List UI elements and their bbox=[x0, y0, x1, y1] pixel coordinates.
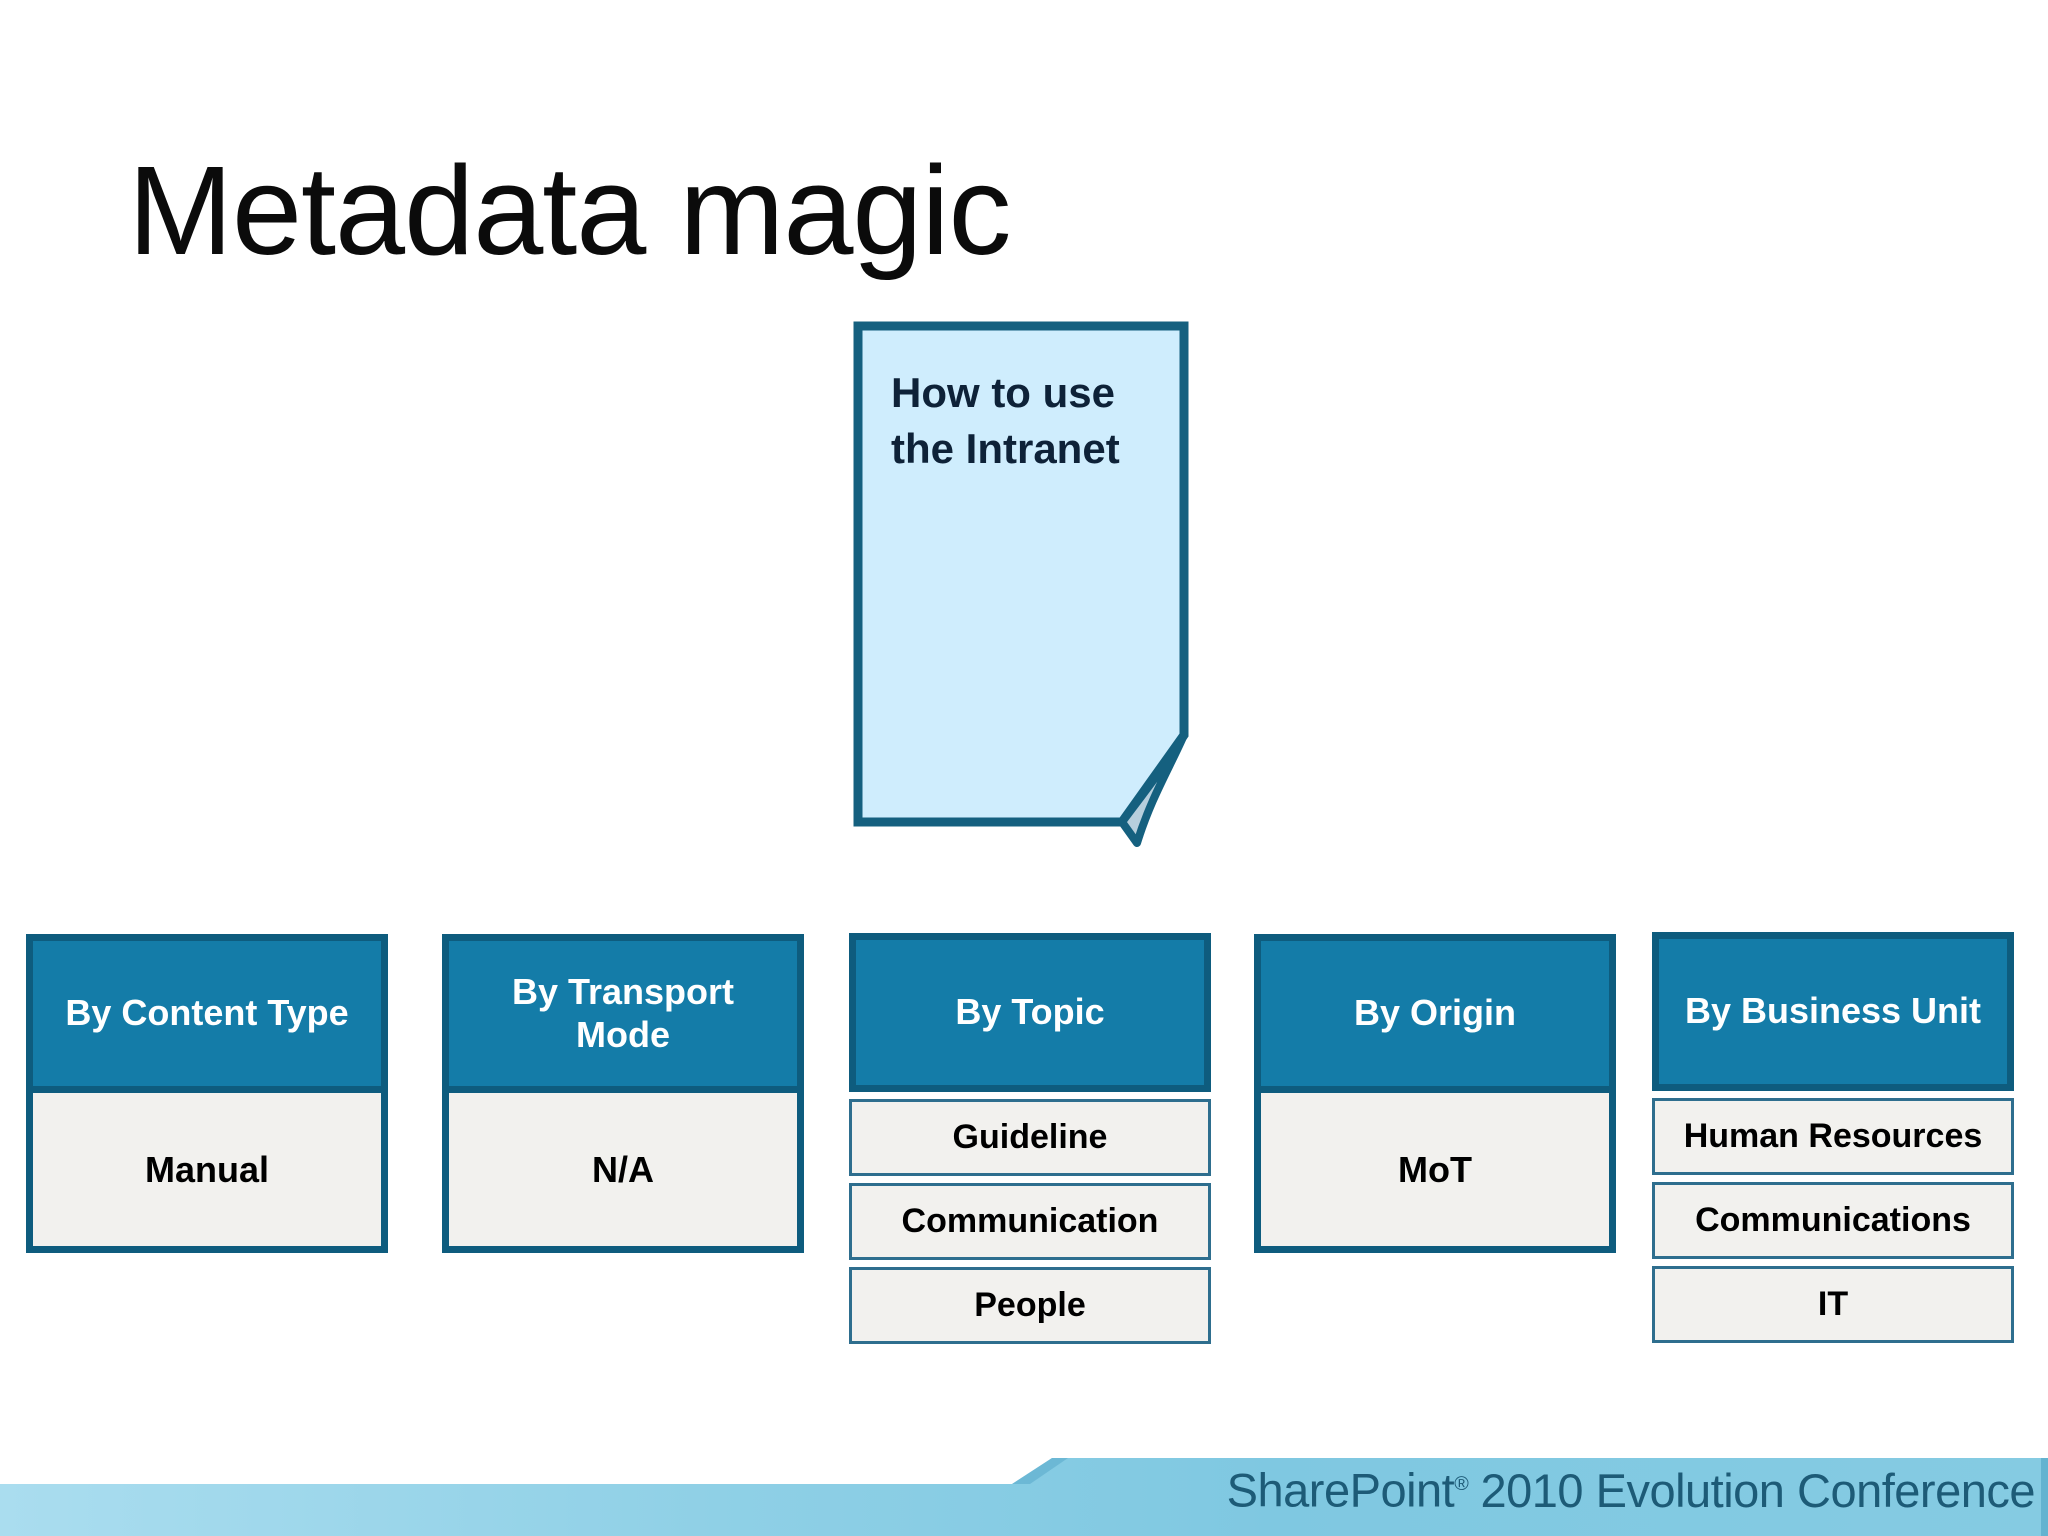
document-label: How to use the Intranet bbox=[891, 365, 1171, 477]
box-value-communications: Communications bbox=[1652, 1182, 2014, 1259]
box-value-communication: Communication bbox=[849, 1183, 1211, 1260]
box-header-by-content-type: By Content Type bbox=[26, 934, 388, 1093]
footer-band-shape bbox=[0, 1458, 2048, 1536]
document-label-line2: the Intranet bbox=[891, 425, 1120, 472]
box-header-by-transport-mode: By Transport Mode bbox=[442, 934, 804, 1093]
box-value-guideline: Guideline bbox=[849, 1099, 1211, 1176]
registered-mark-icon: ® bbox=[1454, 1473, 1469, 1495]
document-label-line1: How to use bbox=[891, 369, 1116, 416]
footer-ribbon bbox=[0, 1446, 2048, 1536]
box-header-by-business-unit: By Business Unit bbox=[1652, 932, 2014, 1091]
intranet-document: How to use the Intranet bbox=[853, 321, 1197, 853]
footer-band-step bbox=[1012, 1458, 1068, 1484]
footer-ribbon-icon bbox=[0, 1458, 2048, 1536]
footer-rest: 2010 Evolution Conference bbox=[1480, 1463, 2035, 1517]
box-value-manual: Manual bbox=[26, 1093, 388, 1253]
slide-title: Metadata magic bbox=[128, 140, 1011, 281]
box-value-mot: MoT bbox=[1254, 1093, 1616, 1253]
footer-band-right-edge bbox=[2041, 1458, 2048, 1536]
box-header-by-origin: By Origin bbox=[1254, 934, 1616, 1093]
document-folded-corner-icon bbox=[1118, 731, 1188, 847]
conference-footer: SharePoint® 2010 Evolution Conference bbox=[1226, 1458, 2036, 1517]
box-value-it: IT bbox=[1652, 1266, 2014, 1343]
box-value-human-resources: Human Resources bbox=[1652, 1098, 2014, 1175]
box-value-people: People bbox=[849, 1267, 1211, 1344]
box-header-by-topic: By Topic bbox=[849, 933, 1211, 1092]
box-value-n-a: N/A bbox=[442, 1093, 804, 1253]
footer-brand: SharePoint bbox=[1226, 1463, 1455, 1517]
document-page-icon bbox=[853, 321, 1189, 847]
